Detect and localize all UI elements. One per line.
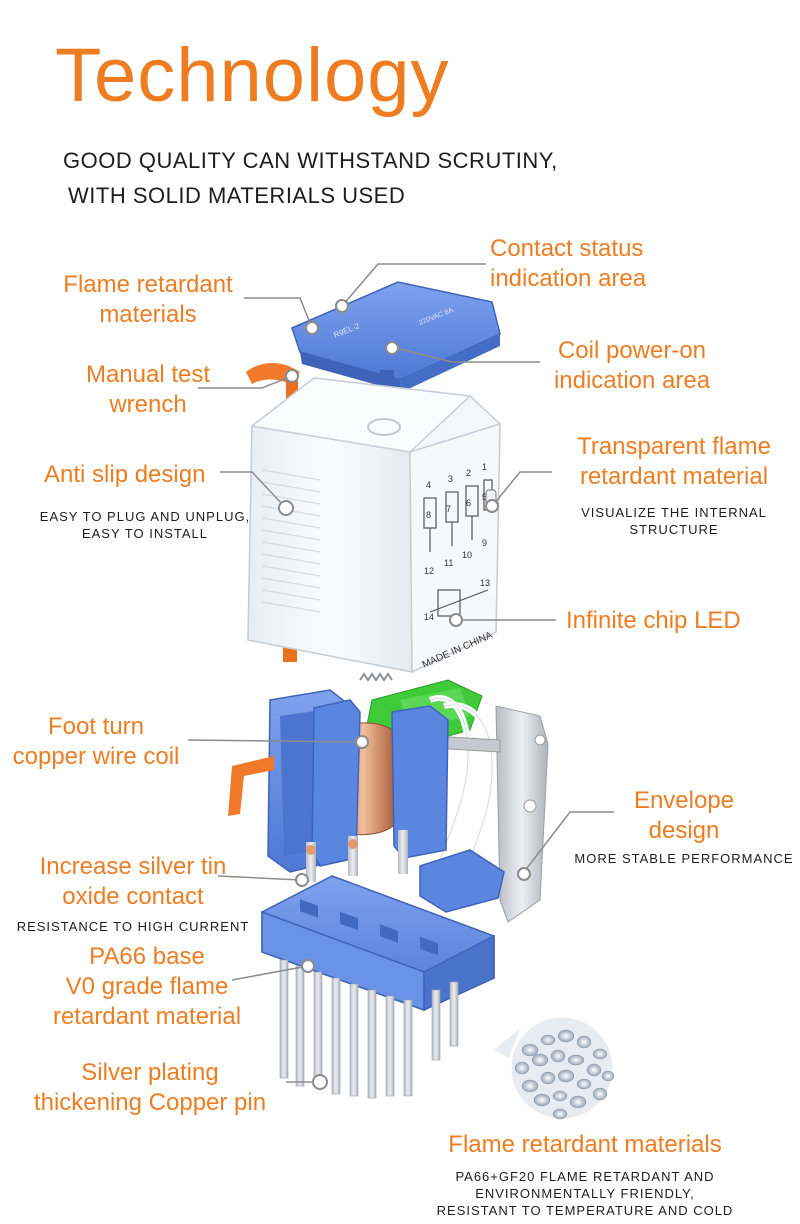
callout-text: Foot turn	[47, 713, 145, 740]
pa66-base	[261, 875, 495, 1012]
callout-text: oxide contact	[62, 883, 204, 910]
clear-housing: 4 3 2 1 8 7 6 5 12 11 10 9 14 13 MADE IN…	[247, 377, 501, 674]
callout-note: STRUCTURE	[629, 522, 719, 537]
callout-note: ENVIRONMENTALLY FRIENDLY,	[475, 1186, 695, 1201]
callout-text: indication area	[553, 367, 711, 394]
callout-text: Coil power-on	[557, 337, 707, 364]
terminal-7: 7	[446, 504, 451, 514]
terminal-2: 2	[466, 468, 471, 478]
callout-text: Manual test	[85, 361, 211, 388]
callout-text: Flame retardant	[63, 271, 233, 298]
copper-pins	[279, 959, 459, 1099]
callout-envelope: Envelope design MORE STABLE PERFORMANCE	[572, 786, 796, 867]
callout-text: design	[648, 817, 720, 844]
terminal-3: 3	[448, 474, 453, 484]
terminal-6: 6	[466, 498, 471, 508]
callout-coil-power-on: Coil power-on indication area	[546, 336, 718, 396]
callout-text: thickening Copper pin	[33, 1089, 267, 1116]
callout-manual-test: Manual test wrench	[80, 360, 216, 420]
terminal-5: 5	[482, 492, 487, 502]
callout-transparent: Transparent flame retardant material VIS…	[556, 432, 792, 538]
callout-note: MORE STABLE PERFORMANCE	[574, 851, 794, 866]
terminal-13: 13	[480, 578, 490, 588]
subtitle-line-1: GOOD QUALITY CAN WITHSTAND SCRUTINY,	[63, 148, 558, 173]
callout-pa66-base: PA66 base V0 grade flame retardant mater…	[38, 942, 256, 1032]
callout-anti-slip: Anti slip design EASY TO PLUG AND UNPLUG…	[20, 460, 270, 542]
terminal-12: 12	[424, 566, 434, 576]
terminal-11: 11	[444, 558, 453, 568]
callout-text: Increase silver tin	[39, 853, 227, 880]
callout-text: indication area	[490, 265, 647, 292]
internal-mechanism	[228, 672, 549, 923]
callout-text: V0 grade flame	[65, 973, 229, 1000]
callout-chip-led: Infinite chip LED	[566, 606, 741, 636]
terminal-14: 14	[424, 612, 434, 622]
callout-note: EASY TO PLUG AND UNPLUG,	[39, 509, 251, 524]
callout-note: VISUALIZE THE INTERNAL	[581, 505, 767, 520]
leader-lines	[187, 263, 614, 1083]
terminal-10: 10	[462, 550, 472, 560]
callout-contact-status: Contact status indication area	[490, 234, 646, 294]
callout-silver-plating: Silver plating thickening Copper pin	[20, 1058, 280, 1118]
callout-dot-icon	[278, 299, 531, 1090]
granules-icon	[494, 1014, 616, 1122]
callout-flame-bottom: Flame retardant materials PA66+GF20 FLAM…	[430, 1130, 740, 1219]
callout-text: retardant material	[52, 1003, 242, 1030]
callout-text: materials	[99, 301, 197, 328]
callout-note: PA66+GF20 FLAME RETARDANT AND	[455, 1169, 715, 1184]
callout-text: Infinite chip LED	[566, 607, 741, 634]
callout-note: RESISTANCE TO HIGH CURRENT	[16, 919, 250, 934]
callout-foot-turn: Foot turn copper wire coil	[4, 712, 188, 772]
callout-text: Envelope	[633, 787, 735, 814]
top-cover: R9EL-2 220VAC 8A	[291, 281, 501, 392]
callout-note: EASY TO INSTALL	[81, 526, 209, 541]
terminal-1: 1	[482, 462, 487, 472]
callout-text: copper wire coil	[12, 743, 180, 770]
subtitle-line-2: WITH SOLID MATERIALS USED	[68, 183, 406, 208]
callout-text: PA66 base	[89, 943, 205, 970]
terminal-4: 4	[426, 480, 431, 490]
callout-text: retardant material	[579, 463, 769, 490]
callout-flame-retardant-top: Flame retardant materials	[56, 270, 240, 330]
callout-text: Flame retardant materials	[448, 1131, 722, 1158]
callout-text: wrench	[109, 391, 187, 418]
callout-note: RESISTANT TO TEMPERATURE AND COLD	[436, 1203, 734, 1218]
terminal-9: 9	[482, 538, 487, 548]
terminal-8: 8	[426, 510, 431, 520]
callout-text: Anti slip design	[44, 461, 206, 488]
callout-silver-tin: Increase silver tin oxide contact RESIST…	[16, 852, 250, 935]
callout-text: Silver plating	[81, 1059, 219, 1086]
page-title: Technology	[55, 33, 450, 118]
callout-text: Transparent flame	[577, 433, 771, 460]
callout-text: Contact status	[490, 235, 644, 262]
